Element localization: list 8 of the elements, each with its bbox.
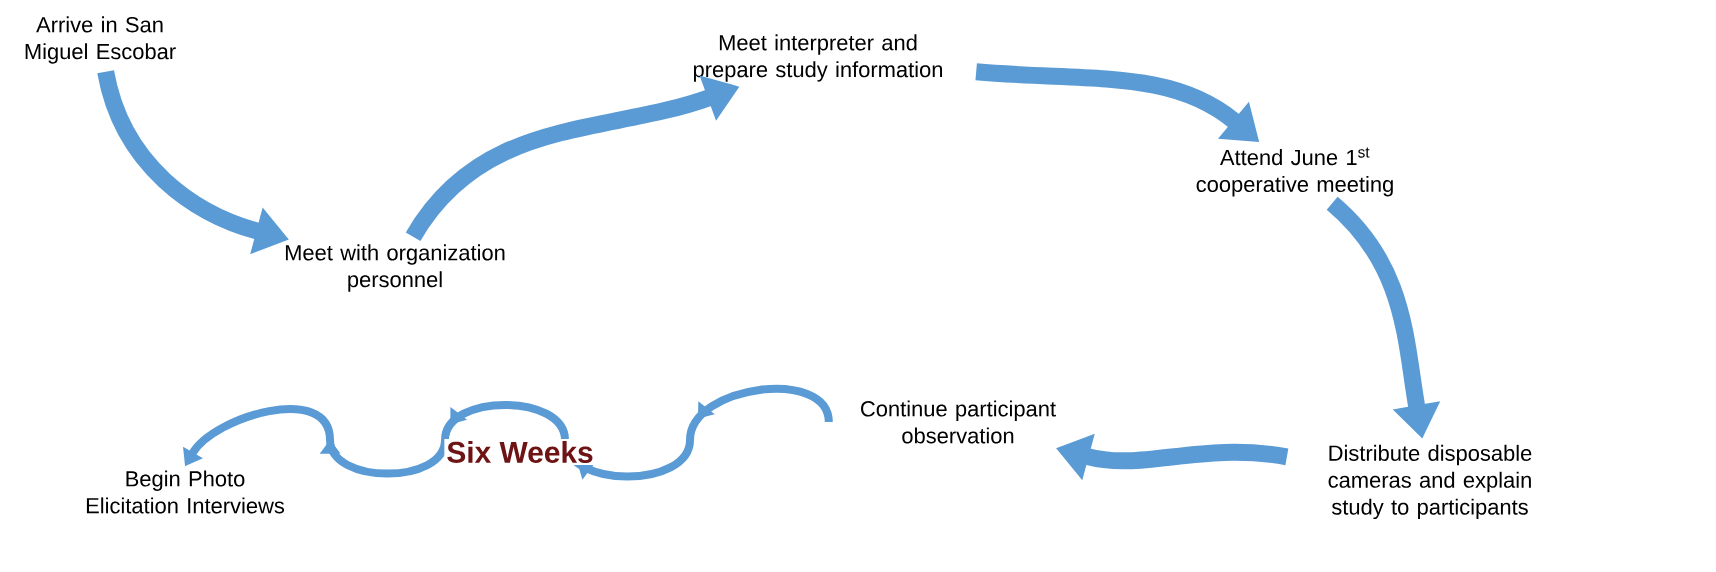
- step-text: Arrive in San Miguel Escobar: [25, 16, 176, 64]
- step-text: Continue participant observation: [861, 400, 1056, 444]
- step-text: Meet with organization personnel: [285, 244, 505, 292]
- edge-label: Six Weeks: [444, 439, 596, 465]
- step-text: Attend June 1$^{st}$ cooperative meeting: [1196, 147, 1393, 197]
- step-text: Begin Photo Elicitation Interviews: [86, 470, 285, 514]
- step-text: Distribute disposable cameras and explain study to participants: [1328, 444, 1532, 520]
- step-text: Meet interpreter and prepare study information: [693, 34, 942, 82]
